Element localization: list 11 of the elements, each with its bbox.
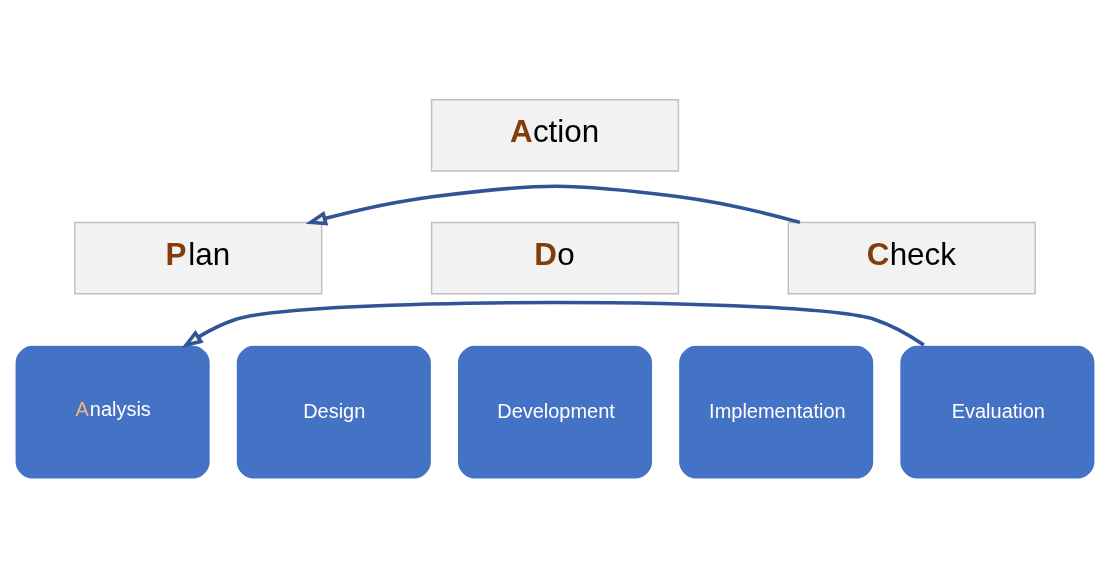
node-box: Do <box>430 221 680 295</box>
node-box: Analysis <box>14 344 212 480</box>
node-box: Evaluation <box>898 344 1096 480</box>
node-box: Design <box>235 344 433 480</box>
node-box: Action <box>430 99 680 172</box>
node-box: Check <box>787 221 1036 295</box>
node-box: Development <box>456 344 654 480</box>
node-box: Plan <box>74 221 323 295</box>
arrow <box>305 184 801 226</box>
node-box: Implementation <box>677 344 875 480</box>
arrow <box>181 300 925 348</box>
